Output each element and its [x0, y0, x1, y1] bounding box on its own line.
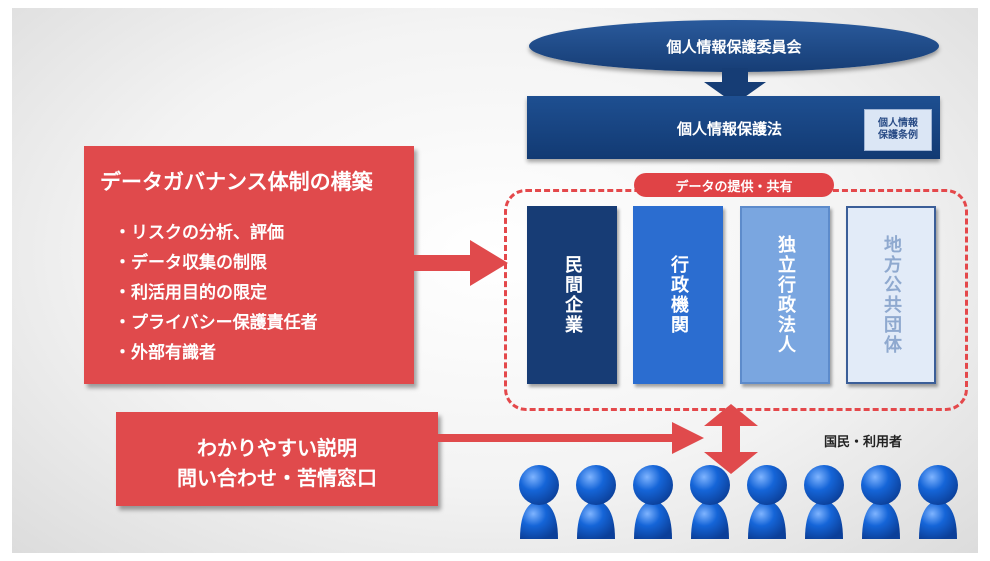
diagram-canvas: 個人情報保護委員会 個人情報保護法 個人情報 保護条例 データの提供・共有 民間…: [12, 8, 978, 553]
governance-item: プライバシー保護責任者: [131, 308, 318, 338]
ordinance-badge: 個人情報 保護条例: [864, 109, 932, 151]
org-label: 民間企業: [562, 255, 583, 335]
citizen-figure: [690, 465, 730, 539]
committee-label: 個人情報保護委員会: [666, 37, 802, 56]
double-arrow: [704, 404, 758, 474]
citizen-figure: [861, 465, 901, 539]
data-sharing-label-text: データの提供・共有: [675, 179, 793, 195]
explain-line2: 問い合わせ・苦情窓口: [177, 466, 377, 490]
org-administrative-agency: 行政機関: [633, 206, 723, 384]
governance-right-arrow: [410, 240, 508, 286]
data-sharing-label: データの提供・共有: [634, 173, 834, 197]
citizen-figure: [747, 465, 787, 539]
governance-item: リスクの分析、評価: [131, 218, 318, 248]
citizen-figure: [918, 465, 958, 539]
committee-ellipse: 個人情報保護委員会: [529, 20, 939, 72]
citizens-label: 国民・利用者: [824, 435, 903, 450]
explain-line1: わかりやすい説明: [197, 436, 357, 460]
governance-item: 外部有識者: [131, 338, 318, 368]
org-private-company: 民間企業: [527, 206, 617, 384]
law-label: 個人情報保護法: [677, 120, 783, 138]
org-local-government: 地方公共団体: [846, 206, 936, 384]
citizen-figure: [576, 465, 616, 539]
governance-item: データ収集の制限: [131, 248, 318, 278]
governance-list: リスクの分析、評価 データ収集の制限 利活用目的の限定 プライバシー保護責任者 …: [131, 218, 318, 368]
org-label: 独立行政法人: [775, 235, 796, 355]
explain-box: わかりやすい説明 問い合わせ・苦情窓口: [116, 412, 438, 506]
committee-down-arrow: [704, 68, 766, 104]
law-bar: 個人情報保護法 個人情報 保護条例: [527, 96, 940, 159]
governance-item: 利活用目的の限定: [131, 278, 318, 308]
citizen-figure: [633, 465, 673, 539]
org-label: 行政機関: [668, 255, 689, 335]
governance-title: データガバナンス体制の構築: [100, 170, 373, 194]
explain-right-arrow: [436, 422, 704, 454]
citizen-figure: [804, 465, 844, 539]
citizen-figure: [519, 465, 559, 539]
org-independent-agency: 独立行政法人: [740, 206, 830, 384]
org-label: 地方公共団体: [881, 235, 902, 355]
governance-box: データガバナンス体制の構築 リスクの分析、評価 データ収集の制限 利活用目的の限…: [84, 146, 414, 384]
